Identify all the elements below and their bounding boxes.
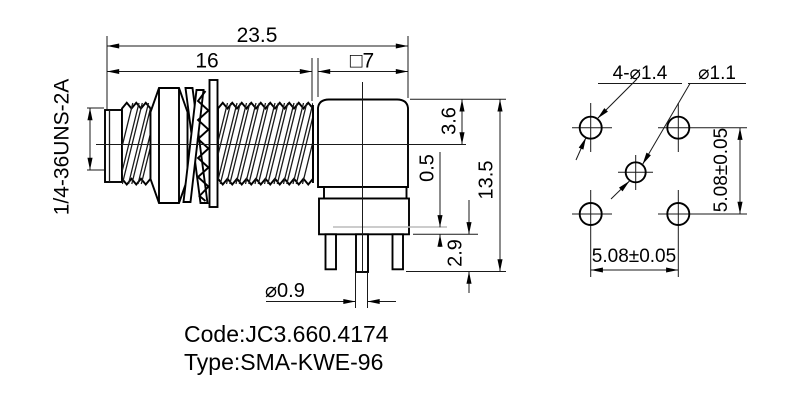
part-code-label: Code:JC3.660.4174 [184, 321, 389, 347]
pin-left [324, 233, 337, 271]
dim-overall-length-label: 23.5 [237, 24, 278, 47]
hole-top-right [666, 115, 691, 140]
center-hole-label: ⌀1.1 [698, 63, 736, 84]
footprint-view: 4-⌀1.4 ⌀1.1 5.08±0.05 5.08±0.05 [572, 63, 747, 277]
dim-pin-diameter-label: ⌀0.9 [265, 280, 305, 302]
front-face [104, 109, 123, 183]
hole-bottom-left [578, 202, 603, 226]
title-block: Code:JC3.660.4174 Type:SMA-KWE-96 [184, 321, 389, 375]
hole-bottom-right [666, 202, 691, 226]
hole-top-left [578, 115, 603, 140]
hole-center-lines [572, 103, 747, 277]
dim-standoff-label: 0.5 [416, 154, 438, 182]
center-lines [96, 82, 466, 272]
mounting-holes [578, 115, 691, 226]
hex-nut [149, 87, 189, 204]
hole-center [624, 161, 647, 184]
flat-washer [208, 79, 219, 208]
horizontal-pitch-label: 5.08±0.05 [592, 246, 676, 267]
thread-spec-label: 1/4-36UNS-2A [51, 79, 74, 216]
pin-right [391, 233, 404, 271]
pitch-dimension-lines [590, 127, 743, 273]
dim-pin-length-label: 2.9 [444, 239, 466, 267]
dim-overall-height-label: 13.5 [475, 161, 497, 200]
body-base [318, 197, 410, 236]
thread-band-right [217, 101, 314, 186]
part-type-label: Type:SMA-KWE-96 [184, 349, 383, 375]
corner-holes-label: 4-⌀1.4 [613, 63, 668, 84]
dim-thread-length-label: 16 [195, 50, 218, 73]
star-washer [196, 90, 210, 202]
side-view: 23.5 16 □7 1/4-36UNS-2A 3.6 0.5 13.5 2.9… [51, 24, 506, 308]
pcb-pins [324, 233, 404, 273]
vertical-pitch-label: 5.08±0.05 [711, 128, 732, 212]
connector-body [317, 98, 410, 236]
leader-lines [575, 78, 746, 200]
body-collar [323, 186, 408, 200]
dim-body-top-height-label: 3.6 [438, 107, 460, 135]
dim-body-width-label: □7 [350, 50, 374, 73]
dimension-lines [87, 43, 503, 305]
